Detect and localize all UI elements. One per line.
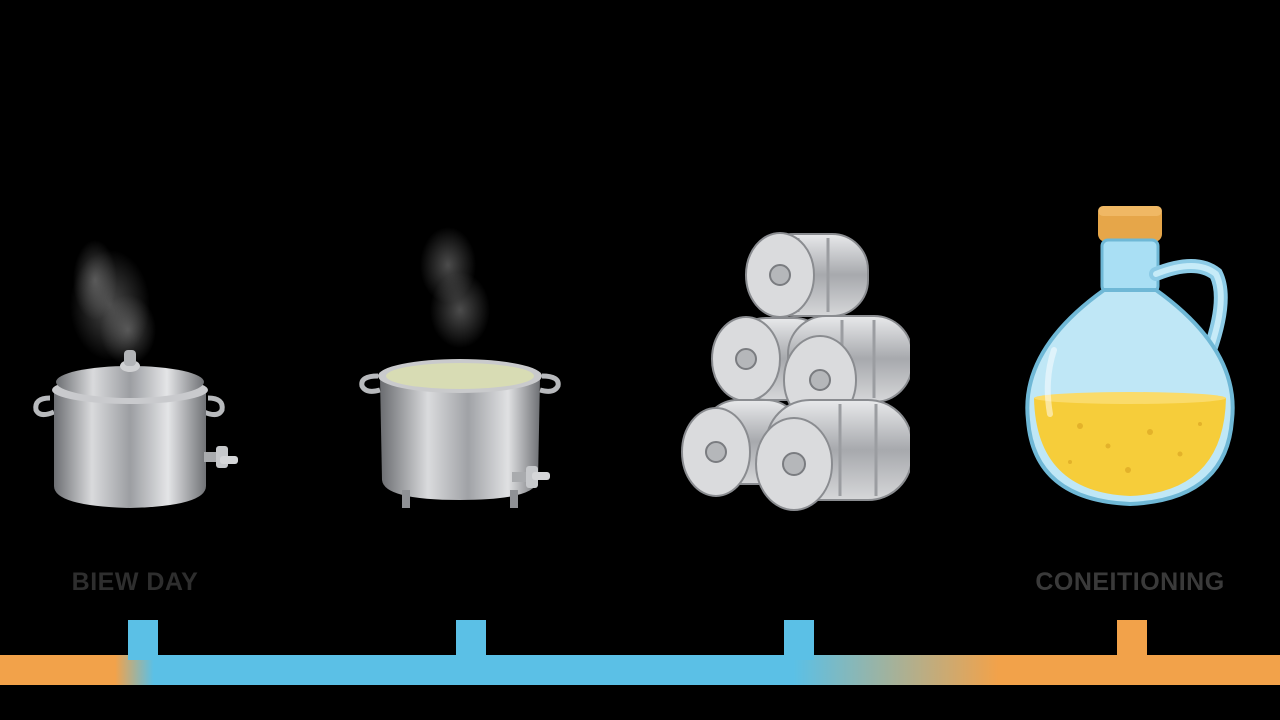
timeline-marker-4	[1117, 620, 1147, 660]
timeline-marker-2	[456, 620, 486, 660]
stacked-kegs-icon	[670, 200, 910, 530]
timeline-marker-3	[784, 620, 814, 660]
steaming-stock-pot-icon	[10, 200, 250, 530]
stage-label-conditioning: CONEITIONING	[1035, 568, 1225, 596]
timeline-track	[0, 655, 1280, 685]
glass-jug-with-beer-icon	[1010, 200, 1250, 530]
timeline-marker-1	[128, 620, 158, 660]
timeline-bar	[0, 618, 1280, 688]
boiling-fermenter-pot-icon	[340, 200, 580, 530]
stage-label-brew-day: BIEW DAY	[71, 568, 199, 596]
